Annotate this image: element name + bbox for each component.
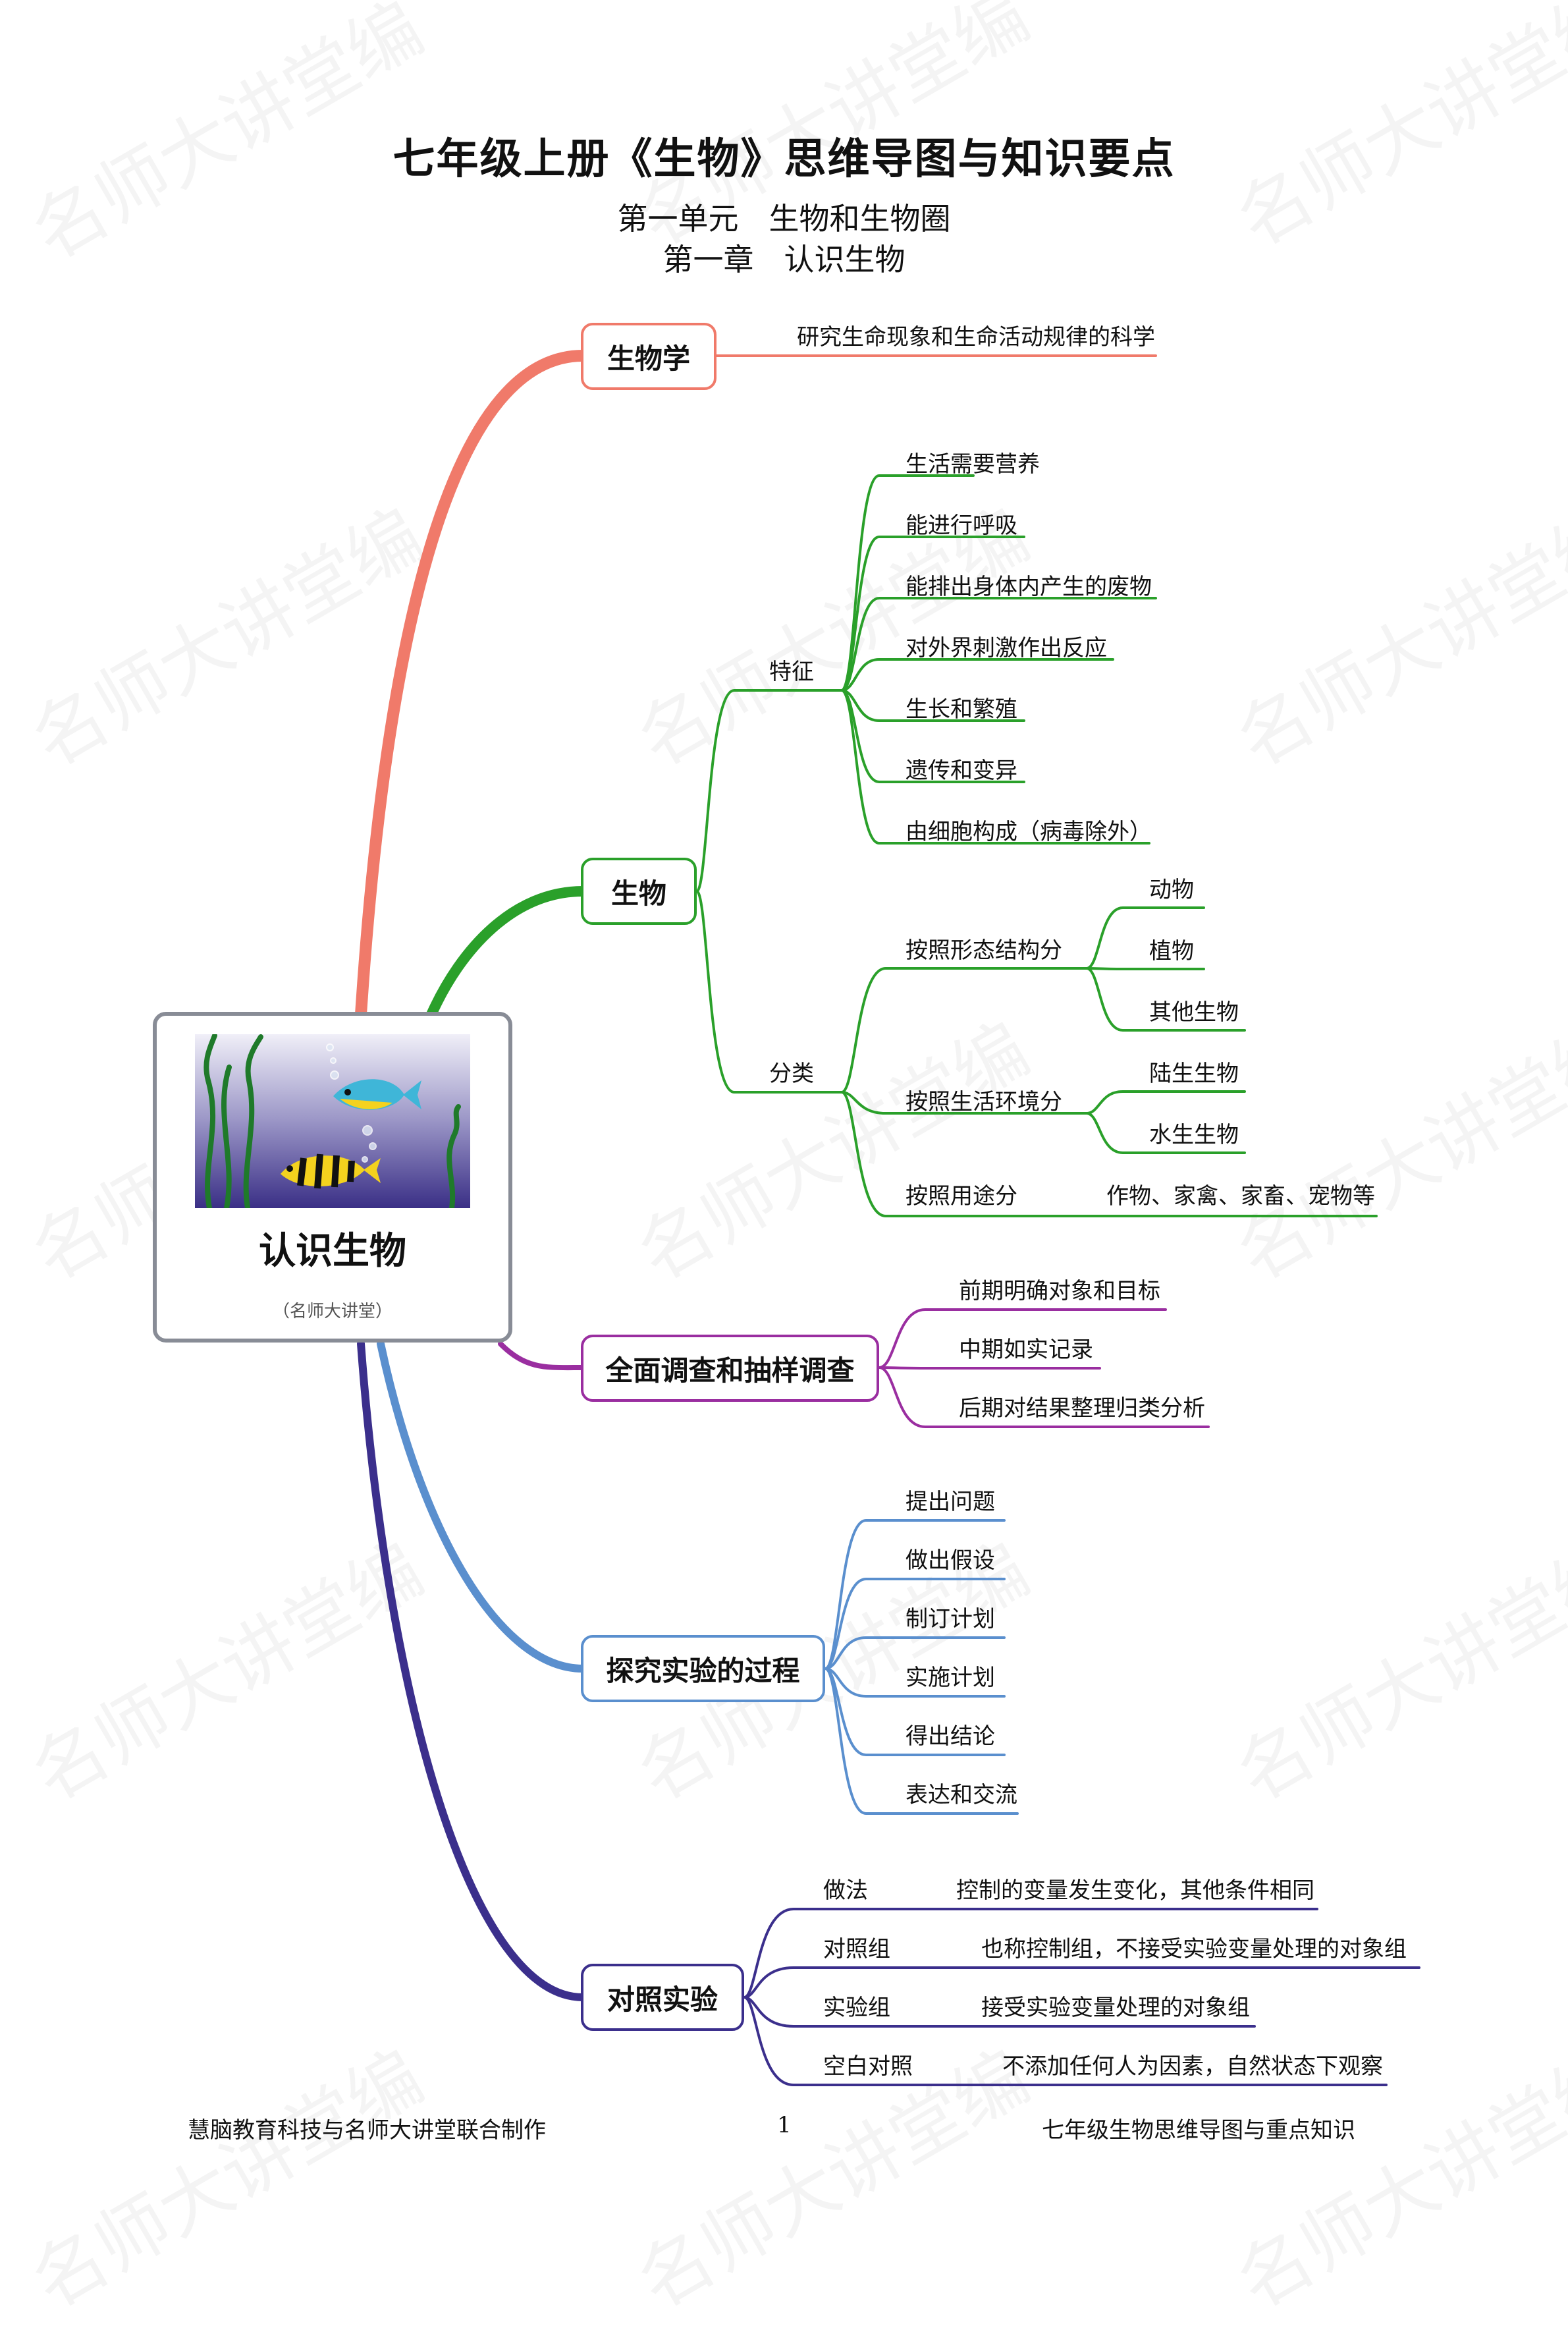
form-item: 动物 xyxy=(1149,877,1194,903)
experiment-step: 做出假设 xyxy=(906,1547,995,1574)
survey-item: 前期明确对象和目标 xyxy=(959,1278,1160,1304)
chapter-title: 第一章 认识生物 xyxy=(662,242,906,277)
feature-item: 由细胞构成（病毒除外） xyxy=(906,819,1152,845)
center-node[interactable]: 认识生物 （名师大讲堂） xyxy=(153,1012,512,1343)
feature-item: 生活需要营养 xyxy=(906,451,1040,478)
node-label: 对照实验 xyxy=(607,1983,718,2016)
node-label: 探究实验的过程 xyxy=(606,1654,800,1687)
form-item: 植物 xyxy=(1149,938,1194,964)
page-title: 七年级上册《生物》思维导图与知识要点 xyxy=(392,134,1176,184)
control-value: 不添加任何人为因素，自然状态下观察 xyxy=(1002,2053,1383,2080)
feature-item: 生长和繁殖 xyxy=(906,696,1017,723)
env-item: 水生生物 xyxy=(1149,1122,1239,1148)
survey-item: 后期对结果整理归类分析 xyxy=(959,1395,1205,1422)
env-item: 陆生生物 xyxy=(1149,1061,1239,1087)
node-organism[interactable]: 生物 xyxy=(581,858,697,925)
biology-definition: 研究生命现象和生命活动规律的科学 xyxy=(797,324,1155,350)
control-value: 也称控制组，不接受实验变量处理的对象组 xyxy=(981,1936,1407,1962)
page-number: 1 xyxy=(777,2112,792,2138)
classify-by-use: 按照用途分 xyxy=(906,1183,1017,1209)
node-biology[interactable]: 生物学 xyxy=(581,323,716,390)
control-value: 控制的变量发生变化，其他条件相同 xyxy=(956,1877,1314,1904)
node-experiment-process[interactable]: 探究实验的过程 xyxy=(581,1635,825,1702)
footer-right: 七年级生物思维导图与重点知识 xyxy=(1042,2117,1355,2144)
classify-label: 分类 xyxy=(769,1061,814,1087)
feature-item: 遗传和变异 xyxy=(906,758,1017,784)
experiment-step: 制订计划 xyxy=(906,1606,995,1632)
node-label: 全面调查和抽样调查 xyxy=(605,1354,855,1387)
fish-illustration xyxy=(195,1034,470,1208)
classify-by-env: 按照生活环境分 xyxy=(906,1089,1062,1115)
feature-item: 对外界刺激作出反应 xyxy=(906,635,1107,661)
node-control-experiment[interactable]: 对照实验 xyxy=(581,1964,744,2031)
mindmap-connectors xyxy=(355,350,1420,2086)
use-value: 作物、家禽、家畜、宠物等 xyxy=(1106,1183,1375,1209)
experiment-step: 表达和交流 xyxy=(906,1782,1017,1808)
control-key: 对照组 xyxy=(823,1936,890,1962)
feature-item: 能进行呼吸 xyxy=(906,513,1017,539)
form-item: 其他生物 xyxy=(1149,999,1239,1026)
footer-left: 慧脑教育科技与名师大讲堂联合制作 xyxy=(188,2117,546,2144)
node-label: 生物 xyxy=(610,877,666,910)
center-title: 认识生物 xyxy=(259,1230,406,1273)
experiment-step: 得出结论 xyxy=(906,1723,995,1750)
control-key: 实验组 xyxy=(823,1995,890,2021)
feature-item: 能排出身体内产生的废物 xyxy=(906,574,1152,600)
experiment-step: 提出问题 xyxy=(906,1489,995,1515)
center-note: （名师大讲堂） xyxy=(272,1302,392,1321)
survey-item: 中期如实记录 xyxy=(959,1337,1093,1363)
features-label: 特征 xyxy=(769,659,814,685)
node-survey[interactable]: 全面调查和抽样调查 xyxy=(581,1335,879,1402)
unit-title: 第一单元 生物和生物圈 xyxy=(617,201,951,236)
node-label: 生物学 xyxy=(607,342,690,375)
control-value: 接受实验变量处理的对象组 xyxy=(981,1995,1250,2021)
control-key: 空白对照 xyxy=(823,2053,913,2080)
classify-by-form: 按照形态结构分 xyxy=(906,937,1062,964)
control-key: 做法 xyxy=(823,1877,868,1904)
experiment-step: 实施计划 xyxy=(906,1665,995,1691)
